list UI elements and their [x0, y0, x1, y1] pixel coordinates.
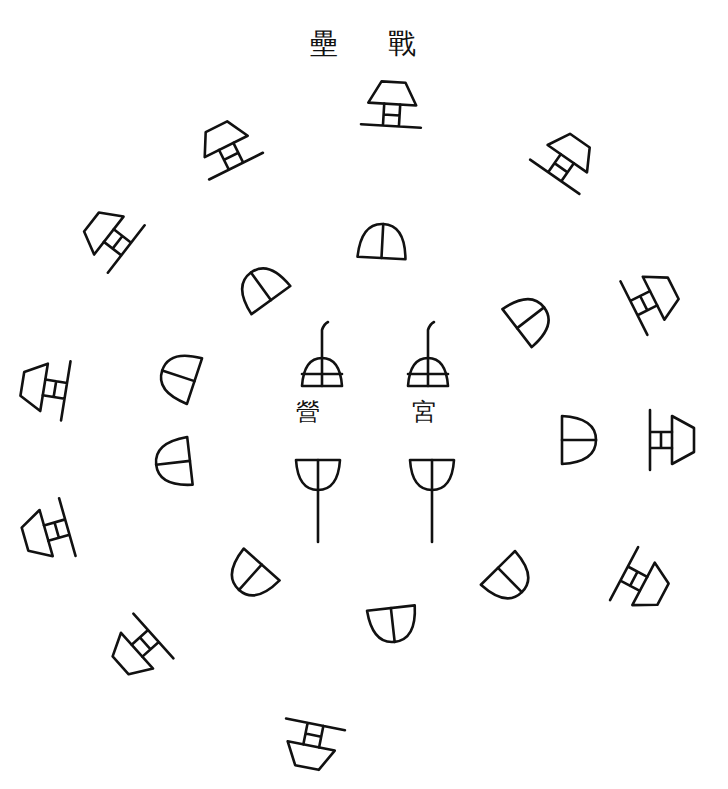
bowl-symbol	[410, 460, 454, 542]
formation-label: 營	[296, 400, 320, 424]
tent-symbol	[530, 124, 604, 194]
tent-frame	[90, 212, 144, 273]
bowl-pole	[317, 460, 320, 542]
banner-band	[302, 373, 342, 376]
umbrella-pole	[391, 608, 395, 642]
tent-roof	[643, 267, 684, 320]
tent-symbol	[610, 547, 677, 621]
banner-symbol	[302, 322, 342, 386]
tent-symbol	[101, 614, 174, 688]
tent-symbol	[361, 80, 424, 127]
formation-label: 壘	[310, 30, 338, 58]
umbrella-pole	[251, 273, 271, 301]
tent-symbol	[18, 354, 71, 420]
umbrella-dome	[481, 551, 539, 609]
banner-symbol	[408, 322, 448, 386]
umbrella-symbol	[153, 437, 192, 489]
tent-frame	[620, 271, 667, 334]
tent-symbol	[650, 410, 694, 470]
tent-roof	[368, 81, 417, 106]
banner-band	[408, 373, 448, 376]
formation-label: 宮	[412, 400, 436, 424]
tent-roof	[195, 116, 248, 157]
tent-roof	[19, 360, 48, 411]
umbrella-dome	[153, 437, 192, 489]
tent-frame	[361, 102, 422, 128]
umbrella-dome	[562, 416, 596, 464]
tent-roof	[105, 633, 153, 683]
tent-symbol	[73, 198, 145, 272]
umbrella-dome	[367, 605, 418, 644]
tent-roof	[283, 741, 334, 772]
umbrella-pole	[517, 307, 544, 328]
tent-frame	[39, 358, 70, 421]
tent-frame	[117, 614, 173, 673]
umbrella-symbol	[367, 605, 418, 644]
tent-roof	[18, 510, 52, 562]
banner-pole	[428, 322, 434, 386]
umbrella-pole	[156, 461, 190, 465]
tent-roof	[672, 416, 694, 464]
tent-roof	[77, 203, 124, 254]
bowl-pole	[431, 460, 434, 542]
umbrella-pole	[562, 439, 596, 442]
umbrella-dome	[231, 258, 290, 314]
tent-frame	[530, 142, 592, 194]
bowl-symbol	[296, 460, 340, 542]
tent-symbol	[190, 113, 263, 179]
formation-label: 戰	[388, 30, 416, 58]
tent-symbol	[17, 498, 76, 568]
umbrella-dome	[502, 288, 558, 347]
banner-pole	[322, 322, 328, 386]
umbrella-pole	[162, 370, 194, 381]
umbrella-symbol	[231, 258, 290, 314]
umbrella-symbol	[155, 348, 202, 404]
tent-frame	[610, 547, 658, 610]
umbrella-symbol	[562, 416, 596, 464]
tent-symbol	[620, 262, 686, 335]
umbrella-symbol	[221, 549, 279, 606]
tent-frame	[282, 719, 345, 752]
tent-symbol	[278, 719, 345, 774]
umbrella-pole	[239, 565, 262, 590]
tent-frame	[650, 410, 672, 470]
umbrella-dome	[221, 549, 279, 606]
umbrella-pole	[381, 224, 383, 258]
umbrella-dome	[358, 223, 408, 259]
umbrella-pole	[498, 568, 522, 592]
umbrella-dome	[155, 348, 202, 404]
tent-frame	[38, 498, 76, 562]
umbrella-symbol	[502, 288, 558, 347]
tent-frame	[199, 133, 263, 179]
umbrella-symbol	[481, 551, 539, 609]
umbrella-symbol	[358, 223, 408, 259]
